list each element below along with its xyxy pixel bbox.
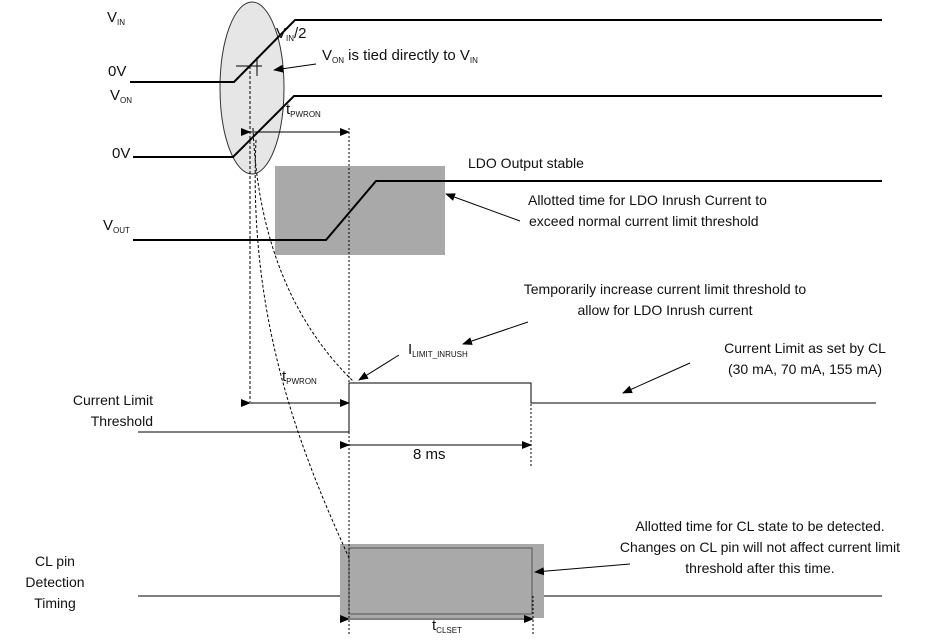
temp-increase-line2: allow for LDO Inrush current (577, 302, 753, 318)
temp-increase-pointer (462, 321, 529, 345)
von-label: VON (110, 87, 133, 106)
ilimit-inrush-label: ILIMIT_INRUSH (408, 341, 468, 360)
von-tied-note: VON is tied directly to VIN (322, 47, 478, 66)
zero-v-label-2: 0V (112, 145, 131, 162)
inrush-allotted-line2: exceed normal current limit threshold (529, 213, 759, 229)
vin-label: VIN (107, 9, 126, 28)
inrush-pointer (445, 193, 521, 222)
inrush-allotted-line1: Allotted time for LDO Inrush Current to (528, 192, 767, 208)
cl-detect-line3: threshold after this time. (685, 560, 835, 576)
current-limit-waveform (138, 382, 876, 433)
zero-v-label-1: 0V (108, 63, 127, 80)
inrush-window-shade (275, 166, 445, 255)
cl-set-line1: Current Limit as set by CL (724, 340, 886, 356)
current-limit-row-line1: Current Limit (72, 392, 153, 408)
cl-detection-window-shade (340, 544, 544, 618)
tpwron-top-label: tPWRON (286, 101, 321, 120)
tpwron-mid-label: tPWRON (282, 368, 317, 387)
cl-detect-line2: Changes on CL pin will not affect curren… (619, 539, 901, 555)
vin-half-label: VIN/2 (276, 25, 307, 44)
curve-to-cl-pin (254, 139, 351, 561)
current-limit-row-line2: Threshold (90, 413, 153, 429)
curve-to-current-limit (252, 127, 355, 383)
temp-increase-line1: Temporarily increase current limit thres… (523, 281, 807, 297)
cl-pin-row-line1: CL pin (35, 553, 75, 569)
cl-set-line2: (30 mA, 70 mA, 155 mA) (727, 361, 883, 377)
vout-waveform (133, 180, 882, 241)
ramp-highlight-ellipse (219, 1, 285, 175)
tclset-label: tCLSET (432, 617, 462, 636)
cl-set-pointer (622, 362, 691, 394)
von-note-pointer (273, 63, 317, 73)
cl-pin-row-line3: Timing (34, 595, 76, 611)
vin-waveform (130, 19, 882, 83)
eight-ms-label: 8 ms (413, 446, 446, 463)
cl-detect-line1: Allotted time for CL state to be detecte… (635, 518, 885, 534)
cl-pin-row-line2: Detection (25, 574, 85, 590)
ilimit-pointer (358, 354, 400, 381)
vout-label: VOUT (103, 217, 130, 236)
ldo-stable-label: LDO Output stable (468, 155, 584, 171)
von-waveform (133, 95, 882, 158)
cl-detect-pointer (534, 563, 631, 576)
